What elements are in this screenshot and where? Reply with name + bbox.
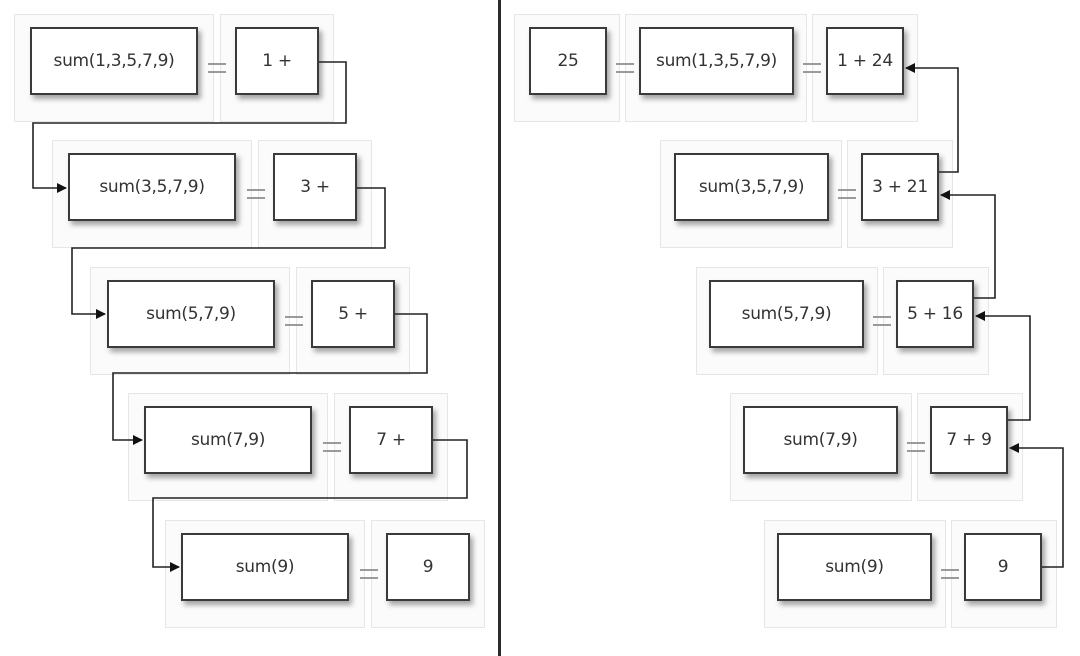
call-box: sum(5,7,9) <box>709 280 864 348</box>
expression-box: 1 + 24 <box>826 27 904 95</box>
expression-box: 3 + 21 <box>861 153 939 221</box>
expression-box: 9 <box>964 533 1042 601</box>
panel-divider <box>498 0 501 656</box>
call-box: sum(1,3,5,7,9) <box>639 27 794 95</box>
equals-sign <box>838 189 856 199</box>
equals-sign <box>616 63 634 73</box>
equals-sign <box>360 569 378 579</box>
expression-box: 7 + 9 <box>930 406 1008 474</box>
call-box: sum(9) <box>777 533 932 601</box>
equals-sign <box>803 63 821 73</box>
result-box: 25 <box>529 27 607 95</box>
equals-sign <box>907 442 925 452</box>
equals-sign <box>941 569 959 579</box>
call-box: sum(7,9) <box>743 406 898 474</box>
expression-box: 5 + 16 <box>896 280 974 348</box>
equals-sign <box>873 316 891 326</box>
call-box: sum(3,5,7,9) <box>674 153 829 221</box>
